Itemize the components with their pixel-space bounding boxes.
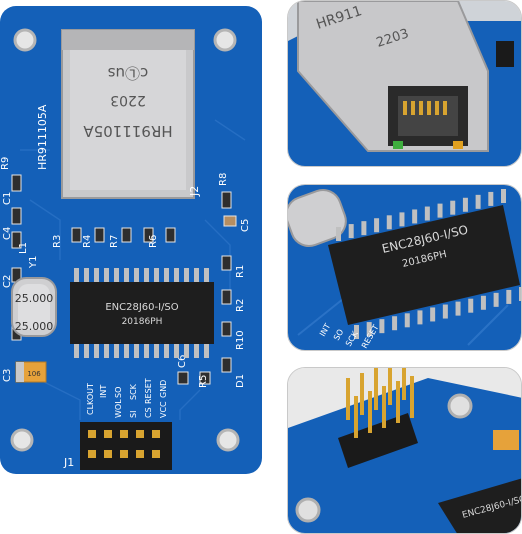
label-d1: D1 (235, 374, 246, 388)
cap-code: 106 (27, 370, 41, 378)
pin-label-si: SI (129, 411, 138, 418)
board-illustration: cⓁus 2203 HR911105A HR911105A J2 (0, 6, 262, 474)
label-r4: R4 (82, 235, 93, 248)
date-code: 2203 (110, 92, 146, 108)
label-r10: R10 (235, 330, 246, 350)
pin-header (80, 422, 172, 470)
enc28j60-chip (70, 268, 214, 358)
label-r3: R3 (52, 235, 63, 248)
label-r6: R6 (148, 235, 159, 248)
main-board-photo: cⓁus 2203 HR911105A HR911105A J2 (0, 6, 262, 474)
pin-label-wol: WOL (114, 399, 123, 418)
cert-mark: cⓁus (108, 64, 149, 82)
label-c6: C6 (177, 355, 188, 368)
mounting-holes (10, 28, 240, 452)
pin-label-sck: SCK (129, 383, 138, 400)
label-r1: R1 (235, 265, 246, 278)
label-c2: C2 (2, 275, 13, 288)
pin-label-vcc: VCC (159, 401, 168, 418)
pin-label-int: INT (99, 385, 108, 398)
rj45-jack (61, 29, 195, 199)
inset-chip-closeup: ENC28J60-I/SO 20186PH INT SO SCK RESET (287, 184, 522, 351)
inset2-crystal (288, 189, 347, 247)
label-c1: C1 (2, 192, 13, 205)
pcb-traces (20, 119, 246, 420)
chip-code: 20186PH (122, 317, 163, 327)
chip-label: ENC28J60-I/SO (105, 302, 178, 313)
pin-label-so: SO (114, 387, 123, 398)
crystal-designator: Y1 (28, 256, 39, 269)
label-r8: R8 (218, 173, 229, 186)
inset1-led-green (393, 141, 403, 149)
inset-header-closeup: ENC28J60-I/SO (287, 367, 522, 534)
label-r2: R2 (235, 299, 246, 312)
jack-model-label: HR911105A (83, 122, 173, 140)
inset-rj45-closeup: HR911 2203 (287, 0, 522, 167)
jack-designator: J2 (188, 186, 201, 197)
inset3-mounting-hole (447, 393, 473, 419)
inset3-chip (438, 478, 521, 533)
label-c3: C3 (2, 369, 13, 382)
label-r7: R7 (109, 235, 120, 248)
label-l1: L1 (18, 242, 29, 254)
inset3-header-base (338, 413, 418, 468)
inset2-chip (328, 205, 520, 325)
tantalum-capacitor (15, 361, 47, 383)
silk-model-label: HR911105A (36, 104, 49, 170)
label-r9: R9 (0, 157, 11, 170)
pin-label-cs: CS (144, 407, 153, 418)
pin-label-reset: RESET (144, 378, 153, 404)
label-r5: R5 (198, 375, 209, 388)
label-c5: C5 (240, 219, 251, 232)
pin-label-gnd: GND (159, 380, 168, 398)
crystal-label-2: 25.000 (15, 320, 54, 333)
inset1-led-amber (453, 141, 463, 149)
pin-label-clkout: CLKOUT (86, 383, 95, 415)
label-c4: C4 (2, 227, 13, 240)
inset3-tantalum (493, 430, 519, 450)
crystal-oscillator (11, 277, 57, 337)
smd-components (11, 174, 237, 385)
header-designator: J1 (63, 456, 74, 469)
crystal-label: 25.000 (15, 292, 54, 305)
